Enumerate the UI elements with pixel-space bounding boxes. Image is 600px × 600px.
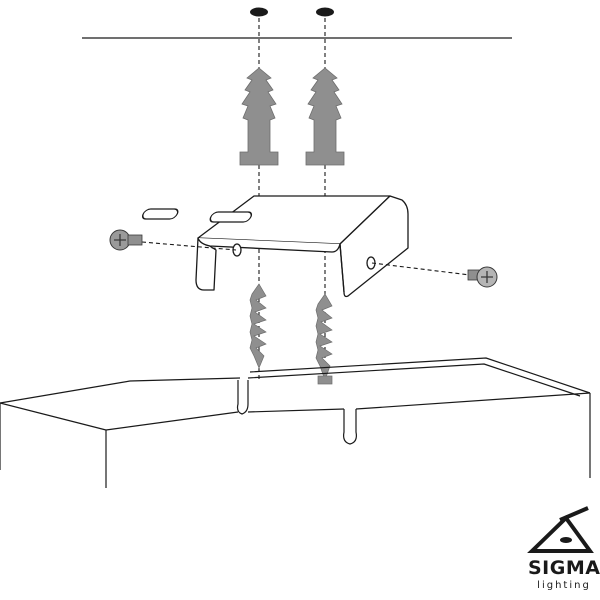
brand-name: SIGMA xyxy=(528,557,600,579)
wall-plug-right xyxy=(305,67,345,166)
wood-screw-right xyxy=(315,293,333,385)
drill-hole-left xyxy=(250,7,268,17)
sigma-logo-icon xyxy=(527,506,594,553)
mounting-bracket xyxy=(141,195,409,298)
wall-plug-left xyxy=(239,67,279,166)
side-screw-right xyxy=(467,266,498,288)
wood-screw-left xyxy=(249,283,267,369)
brand-tagline: lighting xyxy=(537,580,591,591)
alignment-lines-horizontal xyxy=(141,241,471,276)
drill-hole-right xyxy=(316,7,334,17)
side-screw-left xyxy=(109,229,143,251)
luminaire-housing xyxy=(0,357,591,488)
